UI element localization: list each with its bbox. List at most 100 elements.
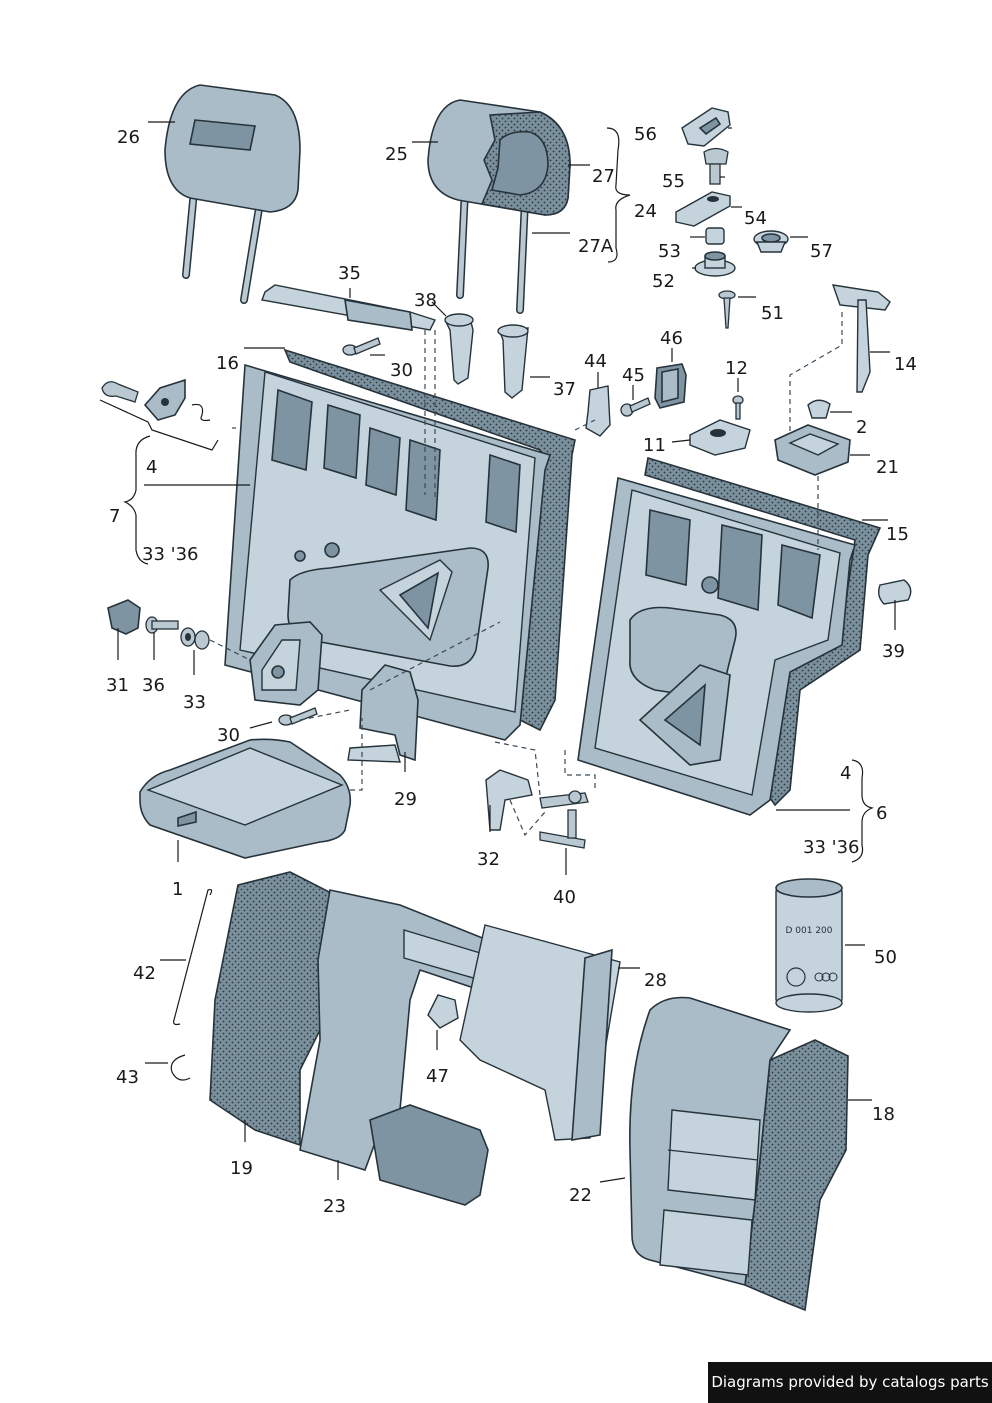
clip-56 (681, 107, 731, 147)
callout-44: 44 (584, 351, 607, 372)
spring-wire-42 (173, 888, 213, 1026)
screw-45 (620, 397, 651, 417)
callout-40: 40 (553, 887, 576, 908)
cap-31 (107, 599, 141, 635)
bracket-29 (347, 664, 419, 763)
strip-35 (261, 284, 436, 331)
callout-18: 18 (872, 1104, 895, 1125)
backrest-frame-left (224, 363, 552, 741)
backrest-frame-right (577, 476, 857, 816)
callout-50: 50 (874, 947, 897, 968)
callout-4-left: 4 (146, 457, 157, 478)
callout-30-top: 30 (390, 360, 413, 381)
leader-lines (99, 121, 896, 1183)
callout-4-right: 4 (840, 763, 851, 784)
callout-36: 36 (142, 675, 165, 696)
bushing-33 (180, 627, 210, 650)
assembly-lines (209, 312, 843, 837)
plate-54 (675, 191, 731, 227)
callout-52: 52 (652, 271, 675, 292)
callout-2: 2 (856, 417, 867, 438)
callout-55: 55 (662, 171, 685, 192)
callout-30-lower: 30 (217, 725, 240, 746)
callout-21: 21 (876, 457, 899, 478)
callout-12: 12 (725, 358, 748, 379)
callout-22: 22 (569, 1185, 592, 1206)
callout-31: 31 (106, 675, 129, 696)
callout-labels: 26 25 27 27A 24 56 55 54 53 52 51 57 35 … (106, 124, 917, 1217)
backrest-cover-22 (629, 996, 792, 1287)
callout-47: 47 (426, 1066, 449, 1087)
sleeve-37 (497, 324, 529, 399)
callout-32: 32 (477, 849, 500, 870)
cap-57 (753, 230, 789, 253)
release-handle-14 (831, 284, 891, 393)
oil-filter-50: D 001 200 (775, 878, 843, 1013)
callout-42: 42 (133, 963, 156, 984)
clip-43 (170, 1054, 191, 1081)
callout-15: 15 (886, 524, 909, 545)
callout-27: 27 (592, 166, 615, 187)
knob-39 (877, 579, 912, 605)
headrest-25 (427, 99, 571, 314)
callout-14: 14 (894, 354, 917, 375)
callout-1: 1 (172, 879, 183, 900)
cover-11 (689, 419, 751, 456)
screw-30-lower (278, 707, 318, 726)
callout-16: 16 (216, 353, 239, 374)
callout-6: 6 (876, 803, 887, 824)
hinge-bracket-left (249, 621, 323, 706)
callout-7: 7 (109, 506, 120, 527)
callout-43: 43 (116, 1067, 139, 1088)
callout-51: 51 (761, 303, 784, 324)
backrest-pad-15 (644, 456, 882, 807)
callout-29: 29 (394, 789, 417, 810)
callout-53: 53 (658, 241, 681, 262)
callout-19: 19 (230, 1158, 253, 1179)
callout-38: 38 (414, 290, 437, 311)
screw-30-top (342, 337, 381, 356)
callout-57: 57 (810, 241, 833, 262)
sleeve-38 (444, 313, 474, 385)
cover-46 (654, 363, 687, 409)
filter-code-text: D 001 200 (785, 926, 832, 936)
bolt-36 (145, 616, 179, 634)
callout-56: 56 (634, 124, 657, 145)
grommet-52 (694, 251, 736, 277)
button-2 (807, 399, 831, 419)
bracket-44 (585, 385, 611, 437)
bolt-55 (703, 147, 729, 185)
seat-frame-23 (299, 889, 526, 1206)
lock-bolt-7 (101, 381, 139, 403)
callout-33-36-right: 33 '36 (803, 837, 859, 858)
screw-51 (718, 290, 736, 329)
seat-foam-19 (209, 871, 336, 1147)
callout-26: 26 (117, 127, 140, 148)
clip-47 (427, 994, 459, 1029)
callout-27a: 27A (578, 236, 614, 257)
callout-54: 54 (744, 208, 767, 229)
credit-banner: Diagrams provided by catalogs parts (708, 1362, 992, 1403)
screw-12 (732, 395, 744, 420)
callout-33-36-left: 33 '36 (142, 544, 198, 565)
callout-45: 45 (622, 365, 645, 386)
callout-28: 28 (644, 970, 667, 991)
cushion-1 (139, 738, 352, 859)
callout-46: 46 (660, 328, 683, 349)
callout-23: 23 (323, 1196, 346, 1217)
spacer-53 (705, 227, 725, 245)
panel-28 (459, 924, 621, 1141)
backrest-pad-16 (283, 348, 576, 732)
callout-35: 35 (338, 263, 361, 284)
headrest-26 (164, 84, 301, 304)
callout-11: 11 (643, 435, 666, 456)
callout-25: 25 (385, 144, 408, 165)
hinge-32 (485, 769, 533, 831)
callout-33: 33 (183, 692, 206, 713)
housing-21 (774, 424, 851, 476)
callout-39: 39 (882, 641, 905, 662)
lock-latch-4 (143, 378, 211, 422)
callout-37: 37 (553, 379, 576, 400)
callout-24: 24 (634, 201, 657, 222)
